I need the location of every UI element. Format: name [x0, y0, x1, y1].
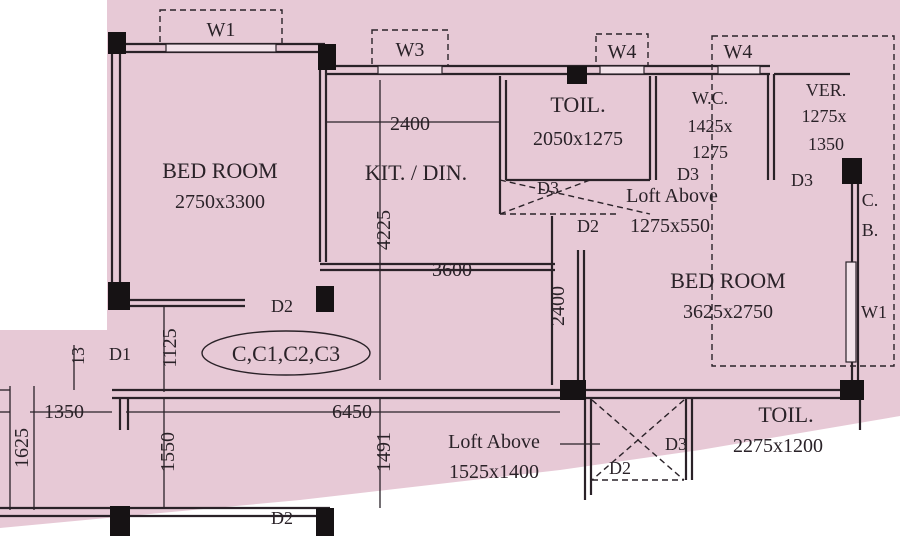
dim-2400-top: 2400: [390, 113, 430, 135]
door-d2-label-4: D2: [271, 508, 293, 528]
dim-13: 13: [68, 347, 88, 365]
loft-lower-label: Loft Above: [448, 431, 540, 453]
bed-room-right-name: BED ROOM: [670, 268, 786, 293]
door-d1-label: D1: [109, 344, 131, 364]
bed-room-left-size: 2750x3300: [175, 191, 265, 213]
door-d2-label-1: D2: [271, 296, 293, 316]
unit-types-label: C,C1,C2,C3: [232, 341, 340, 366]
door-d3-label-1: D3: [537, 178, 559, 198]
bed-room-right-size: 3625x2750: [683, 301, 773, 323]
dim-1550: 1550: [157, 432, 179, 472]
bed-room-left-name: BED ROOM: [162, 158, 278, 183]
dim-1350: 1350: [44, 401, 84, 423]
door-d3-label-3: D3: [791, 170, 813, 190]
door-d2-label-3: D2: [609, 458, 631, 478]
windows: [159, 9, 895, 367]
dim-2400-vertical: 2400: [547, 286, 569, 326]
window-w1-label: W1: [207, 19, 236, 41]
window-w4-label-2: W4: [724, 41, 753, 63]
door-d2-label-2: D2: [577, 216, 599, 236]
toilet-top-name: TOIL.: [550, 92, 605, 117]
wc-size-line1: 1425x: [688, 116, 733, 136]
door-d3-label-2: D3: [677, 164, 699, 184]
cupboard-line2: B.: [862, 220, 879, 240]
toilet-bottom-size: 2275x1200: [733, 435, 823, 457]
window-w3-label: W3: [396, 39, 425, 61]
verandah-size-line1: 1275x: [802, 106, 847, 126]
dim-1125: 1125: [159, 328, 181, 367]
window-w4-label-1: W4: [608, 41, 637, 63]
unit-type-oval: [201, 330, 371, 376]
verandah-name: VER.: [806, 80, 847, 100]
wc-size-line2: 1275: [692, 142, 728, 162]
columns: [108, 32, 864, 536]
dim-1625: 1625: [11, 428, 33, 468]
dim-6450: 6450: [332, 401, 372, 423]
dimension-lines: [30, 80, 685, 510]
toilet-bottom-name: TOIL.: [758, 402, 813, 427]
dim-3600: 3600: [432, 259, 472, 281]
verandah-size-line2: 1350: [808, 134, 844, 154]
dim-4225: 4225: [373, 210, 395, 250]
kitchen-dining-name: KIT. / DIN.: [365, 160, 467, 185]
cupboard-line1: C.: [862, 190, 879, 210]
loft-upper-label: Loft Above: [626, 185, 718, 207]
toilet-top-size: 2050x1275: [533, 128, 623, 150]
window-w1-right-label: W1: [861, 302, 887, 322]
loft-lower-size: 1525x1400: [449, 461, 539, 483]
door-d3-label-4: D3: [665, 434, 687, 454]
dim-1491: 1491: [373, 432, 395, 472]
loft-upper-size: 1275x550: [630, 215, 710, 237]
wc-name: W.C.: [692, 88, 728, 108]
background-left-blank: [0, 0, 107, 330]
